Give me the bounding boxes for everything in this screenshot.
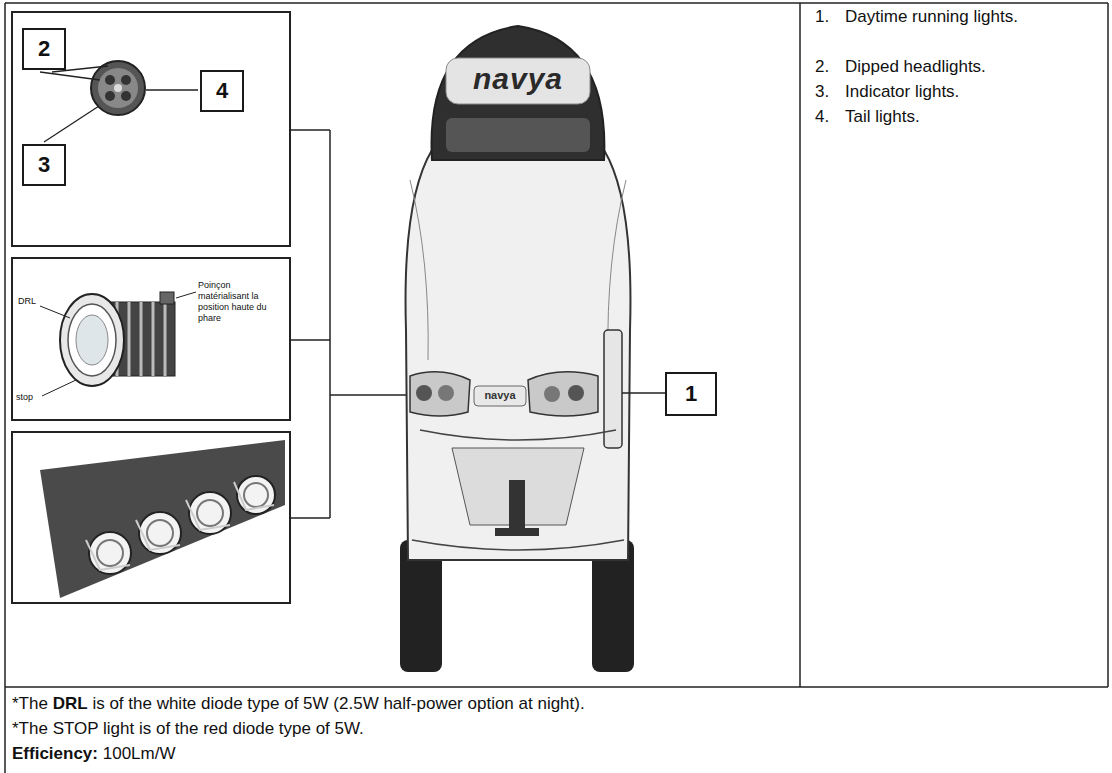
- list-item: Indicator lights.: [845, 79, 1023, 104]
- note-text: *The STOP light is of the red diode type…: [12, 719, 364, 738]
- part-label: stop: [16, 392, 33, 402]
- list-item: Dipped headlights.: [845, 54, 1023, 79]
- note-text: *The: [12, 694, 48, 713]
- note-row: Efficiency: 100Lm/W: [12, 741, 180, 766]
- list-row: 3.Indicator lights.: [815, 79, 1023, 104]
- list-row: 4.Tail lights.: [815, 104, 1023, 129]
- note-text: is of the white diode type of 5W (2.5W h…: [92, 694, 584, 713]
- note-row: *The STOP light is of the red diode type…: [12, 716, 369, 741]
- list-number: 1.: [815, 4, 845, 29]
- list-number: 4.: [815, 104, 845, 129]
- callout-box: 2: [22, 28, 66, 70]
- callout-box: 1: [665, 372, 717, 416]
- callout-box: 3: [22, 144, 66, 186]
- list-row: 1.Daytime running lights.: [815, 4, 1023, 29]
- callout-number: 2: [38, 36, 50, 62]
- callout-number: 1: [685, 381, 697, 407]
- note-row: *The DRLis of the white diode type of 5W …: [12, 691, 589, 716]
- list-item: Tail lights.: [845, 104, 1023, 129]
- list-row: 2.Dipped headlights.: [815, 54, 1023, 79]
- list-item: Daytime running lights.: [845, 4, 1023, 29]
- part-label: DRL: [18, 296, 36, 306]
- note-text: 100Lm/W: [103, 744, 176, 763]
- logo-text: navya: [446, 62, 590, 96]
- part-label: Poinçon matérialisant la position haute …: [198, 280, 284, 324]
- note-text: DRL: [53, 694, 88, 713]
- logo-text: navya: [474, 389, 526, 401]
- callout-number: 3: [38, 152, 50, 178]
- note-text: Efficiency:: [12, 744, 98, 763]
- list-number: 3.: [815, 79, 845, 104]
- list-number: 2.: [815, 54, 845, 79]
- callout-box: 4: [200, 70, 244, 112]
- callout-number: 4: [216, 78, 228, 104]
